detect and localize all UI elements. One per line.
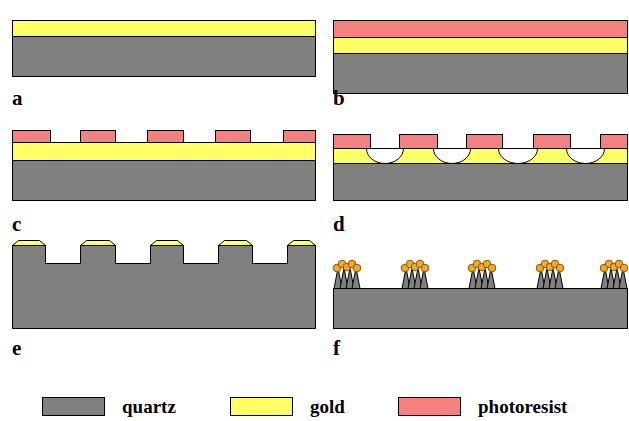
legend-swatch — [42, 397, 105, 416]
legend-label: photoresist — [478, 397, 567, 416]
panel-letter: b — [333, 88, 345, 109]
panel-letter: d — [333, 214, 345, 235]
panel-letter: a — [12, 88, 23, 109]
panel-letter: c — [12, 214, 21, 235]
legend-label: quartz — [122, 397, 176, 416]
panel-letter: f — [333, 338, 340, 359]
panel-letter: e — [12, 338, 21, 359]
legend-swatch — [398, 397, 461, 416]
legend-swatch — [230, 397, 293, 416]
legend-label: gold — [310, 397, 345, 416]
